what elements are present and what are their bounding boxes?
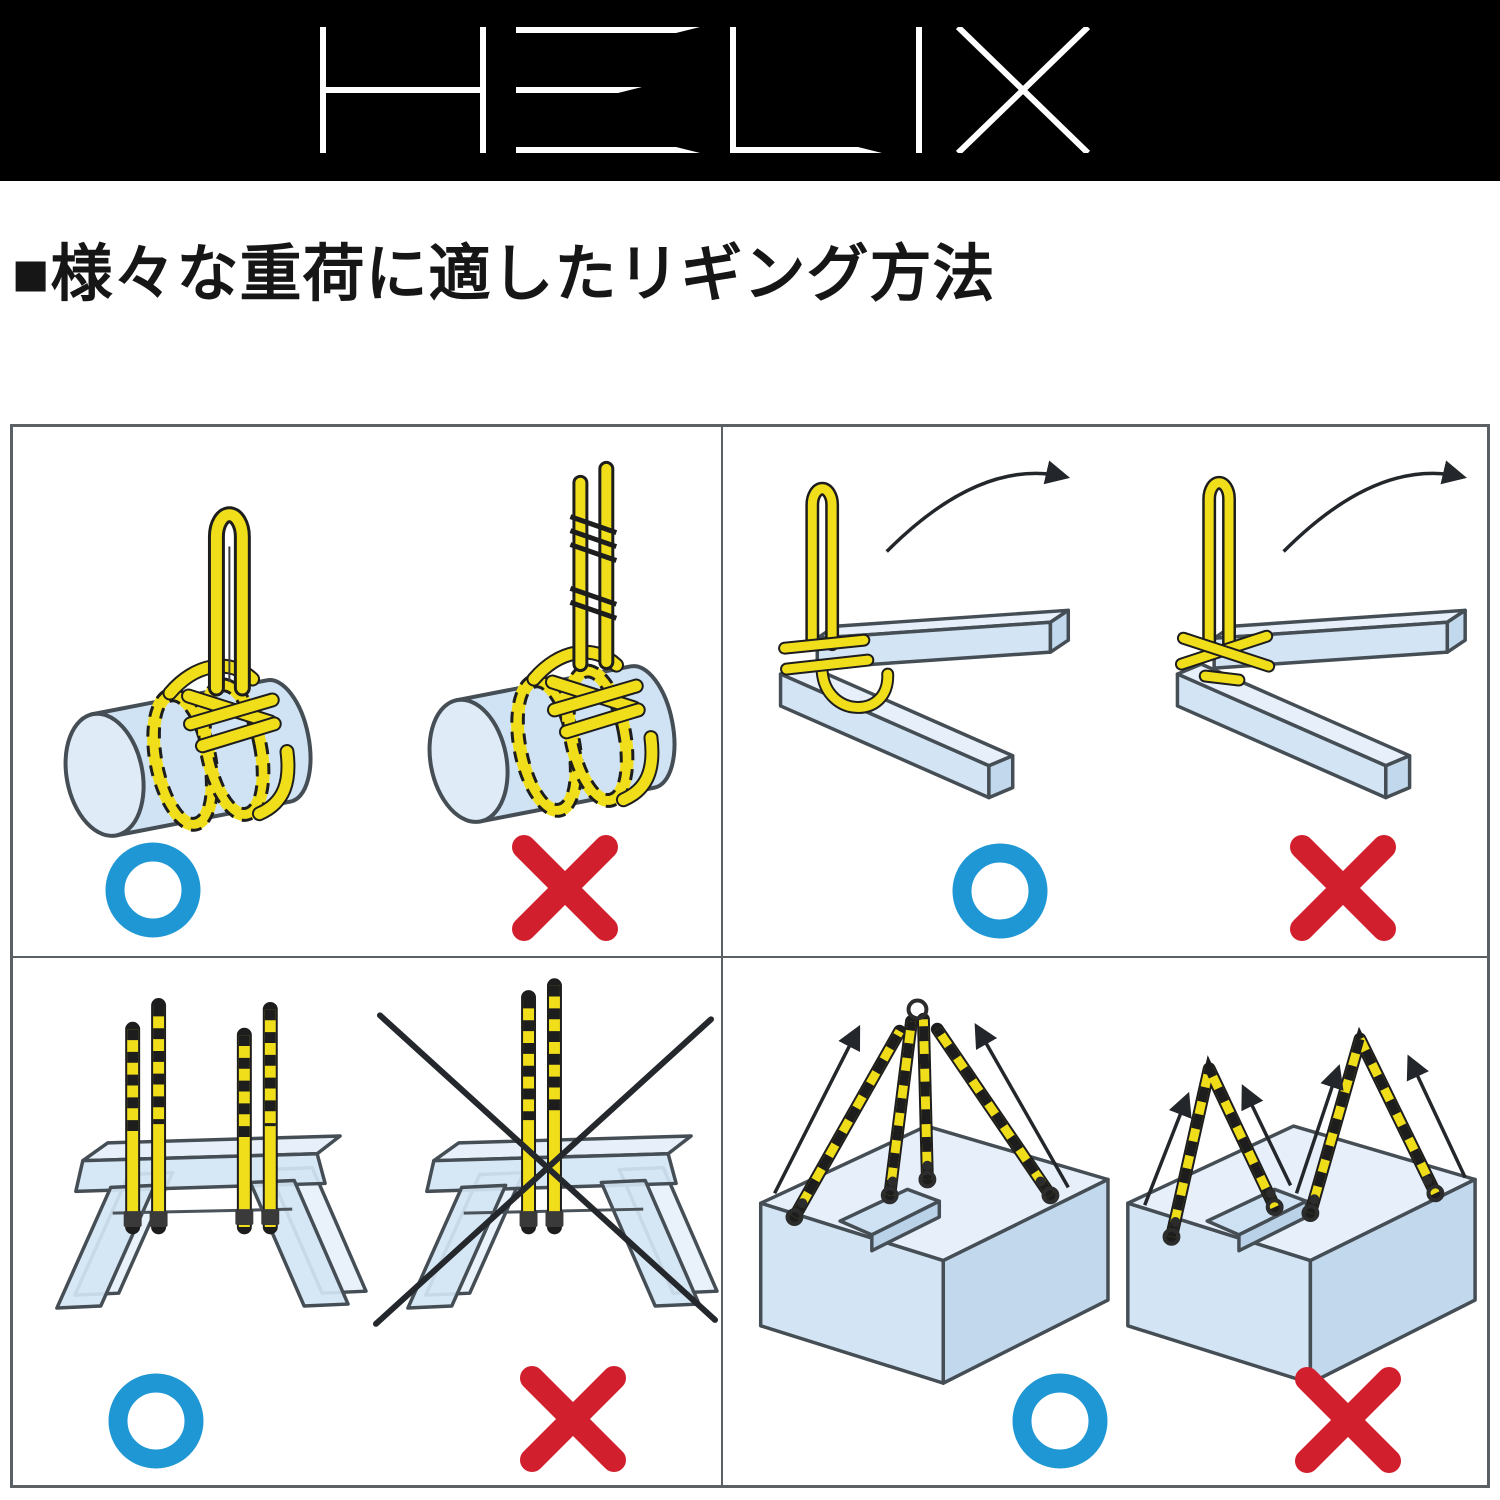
cross-out-line (372, 1016, 715, 1327)
cell-bench-vertical-slings (13, 958, 721, 1485)
block-lift-incorrect-illustration (1126, 1026, 1477, 1385)
bench-slings-correct-illustration (55, 998, 368, 1310)
lift-direction-arrow (773, 1024, 861, 1195)
cylinder-correct-illustration (51, 506, 322, 853)
correct-mark-icon (108, 1373, 204, 1469)
lift-direction-arrow (1294, 1064, 1344, 1194)
incorrect-mark-icon (1295, 1367, 1401, 1473)
bench-vertical-slings-illustration (55, 978, 719, 1327)
lift-direction-arrow (974, 1022, 1070, 1189)
incorrect-mark-icon (512, 835, 618, 941)
correct-mark-icon (105, 842, 201, 938)
cylinder-choker-wrap-illustration (13, 460, 721, 956)
lift-direction-arrow (1143, 1091, 1192, 1206)
hook-hardware (785, 998, 1060, 1226)
helix-logo (320, 27, 1090, 153)
sling-legs (787, 1012, 1057, 1224)
corner-hitch-incorrect-illustration (1174, 460, 1467, 800)
twist-marks (569, 514, 618, 621)
rotate-direction-arrow (885, 460, 1071, 553)
correct-mark-icon (952, 843, 1048, 939)
correct-mark-icon (1012, 1373, 1108, 1469)
rigging-methods-grid (10, 424, 1490, 1488)
cell-cylinder-choker-wrap (13, 427, 721, 956)
incorrect-mark-icon (520, 1366, 626, 1472)
block-lift-correct-illustration (758, 998, 1110, 1385)
brand-banner (0, 0, 1500, 181)
rotate-direction-arrow (1282, 460, 1467, 553)
multi-leg-block-lift-illustration (758, 998, 1477, 1385)
cell-multi-leg-block-lift (723, 958, 1487, 1485)
hook-hardware (1162, 1175, 1445, 1246)
lift-direction-arrow (1241, 1084, 1293, 1187)
bench-slings-incorrect-illustration (372, 978, 719, 1327)
grid-horizontal-divider (13, 956, 1487, 958)
lift-direction-arrow (1406, 1054, 1467, 1179)
corner-hitch-correct-illustration (778, 460, 1071, 800)
helix-logo-letters (320, 27, 1090, 153)
cylinder-incorrect-illustration (415, 460, 686, 839)
cell-corner-choker-hitch (723, 427, 1487, 956)
corner-choker-hitch-illustration (778, 460, 1467, 800)
incorrect-mark-icon (1290, 835, 1396, 941)
page-title: ■様々な重荷に適したリギング方法 (12, 240, 996, 309)
sling-legs (1165, 1026, 1442, 1244)
